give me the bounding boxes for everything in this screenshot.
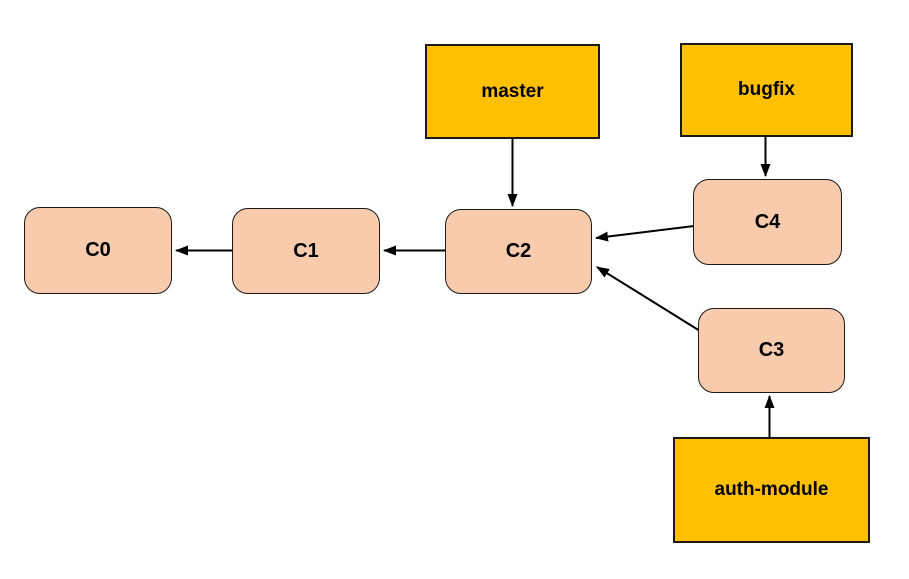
commit-node-c3: C3	[698, 308, 845, 393]
branch-label-auth-module: auth-module	[714, 479, 829, 500]
commit-label-c0: C0	[85, 239, 111, 261]
commit-node-c0: C0	[24, 207, 172, 294]
commit-label-c2: C2	[505, 240, 532, 262]
branch-label-master: master	[481, 80, 544, 102]
commit-node-c2: C2	[445, 209, 592, 294]
edge-c4-to-c2	[595, 225, 695, 242]
edge-c3-to-c2	[596, 266, 701, 332]
commit-node-c4: C4	[693, 179, 842, 265]
branch-node-master: master	[425, 44, 600, 139]
commit-node-c1: C1	[232, 208, 380, 294]
branch-label-bugfix: bugfix	[738, 79, 795, 100]
branch-node-bugfix: bugfix	[680, 43, 853, 137]
commit-label-c1: C1	[293, 239, 319, 262]
branch-node-auth-module: auth-module	[673, 437, 870, 543]
commit-label-c3: C3	[758, 339, 785, 361]
commit-label-c4: C4	[754, 210, 781, 233]
